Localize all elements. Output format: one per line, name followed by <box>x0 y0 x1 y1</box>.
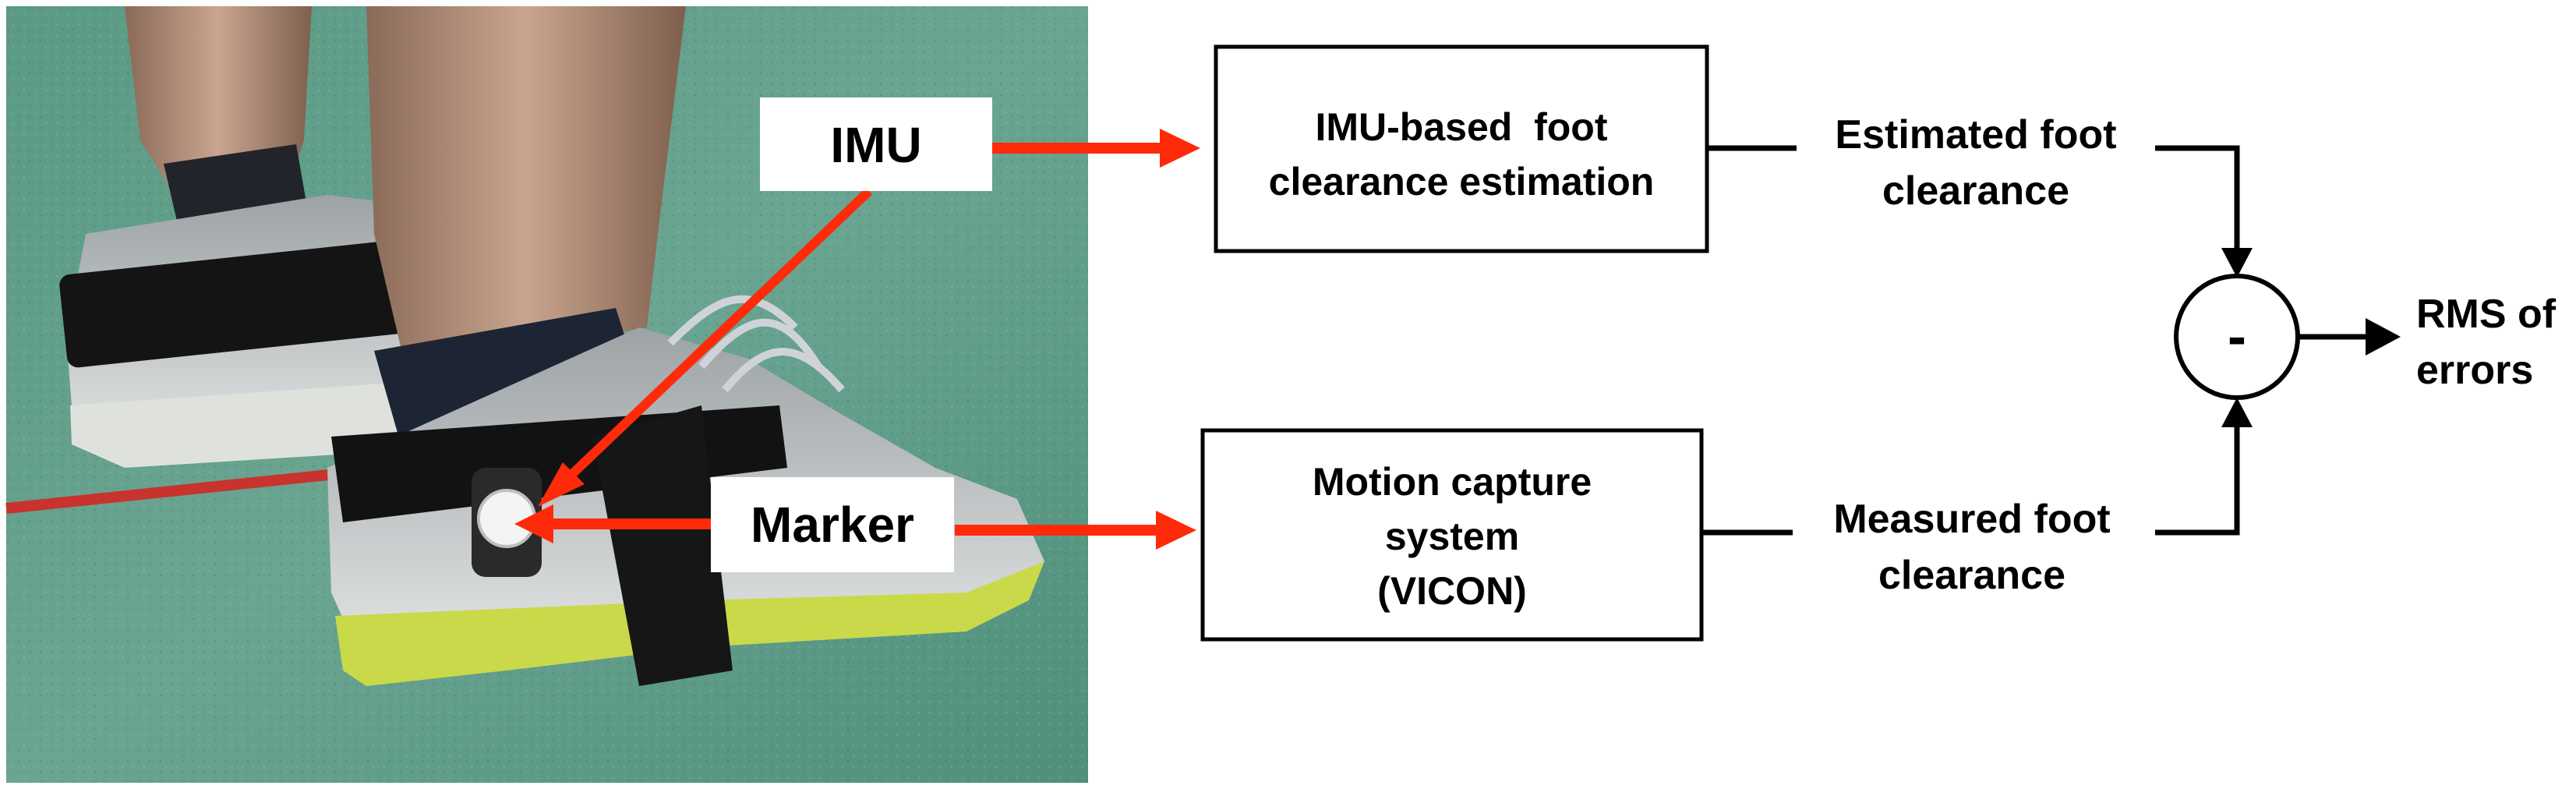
estimated-label-line1: Estimated foot <box>1835 112 2116 157</box>
measured-arrowhead <box>2221 398 2253 427</box>
comparator-circle <box>2174 274 2300 400</box>
marker-to-box-arrow-head <box>1156 511 1196 550</box>
imu-estimation-line1: IMU-based foot <box>1316 105 1608 149</box>
measured-label-line1: Measured foot <box>1833 497 2110 542</box>
imu-estimation-line2: clearance estimation <box>1269 160 1655 203</box>
marker-callout-bg <box>711 477 954 572</box>
front-shoe-laces <box>667 295 845 393</box>
marker-to-device-arrow-head <box>514 504 553 543</box>
imu-to-device-arrow-head <box>538 462 585 507</box>
result-label-line1: RMS of <box>2416 292 2557 337</box>
comparator-symbol: - <box>2228 306 2246 368</box>
imu-estimation-frame <box>1214 44 1709 253</box>
imu-callout-bg <box>760 97 992 191</box>
imu-callout: IMU <box>760 97 992 191</box>
imu-to-box-arrow-head <box>1160 129 1200 168</box>
estimated-label-line2: clearance <box>1882 168 2069 214</box>
motion-capture-line1: Motion capture <box>1313 460 1592 504</box>
result-arrowhead <box>2366 318 2401 356</box>
front-heel-strap <box>592 405 733 686</box>
measured-label-line2: clearance <box>1878 553 2065 598</box>
imu-callout-label: IMU <box>830 117 921 173</box>
comparator: - <box>2174 274 2300 400</box>
front-leg <box>366 6 686 366</box>
signal-arrowheads <box>2221 248 2401 427</box>
imu-estimation-box: IMU-based foot clearance estimation <box>1214 44 1709 253</box>
motion-capture-box: Motion capture system (VICON) <box>1200 428 1704 642</box>
callout-arrows <box>514 129 1200 550</box>
signal-connectors <box>1701 145 2369 536</box>
marker-callout: Marker <box>711 477 954 572</box>
floor-red-line <box>5 465 367 514</box>
result-label-line2: errors <box>2416 348 2533 393</box>
marker-callout-label: Marker <box>751 497 914 553</box>
estimated-arrowhead <box>2221 248 2253 278</box>
motion-capture-line3: (VICON) <box>1377 569 1527 613</box>
motion-capture-line2: system <box>1385 515 1519 558</box>
motion-capture-frame <box>1200 428 1704 642</box>
estimated-to-comparator-line <box>2155 145 2240 248</box>
measured-to-comparator-line <box>2155 427 2240 536</box>
imu-to-device-arrow-shaft <box>565 187 873 481</box>
back-strap <box>59 240 408 368</box>
